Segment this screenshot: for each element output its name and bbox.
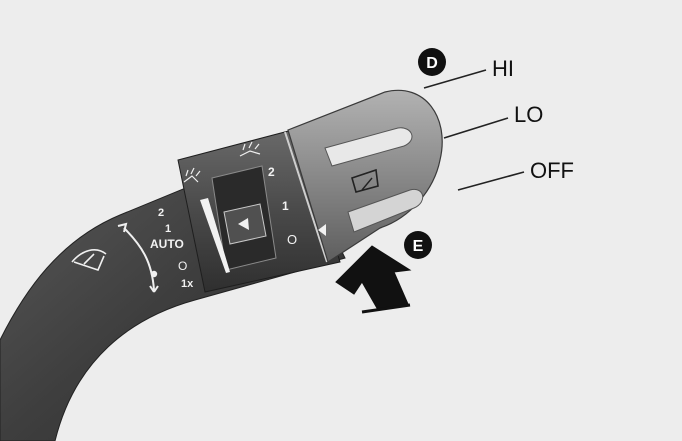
outer-mark-1: 1: [282, 199, 289, 213]
inner-mark-0: O: [178, 259, 187, 273]
rotation-arrow-icon: [117, 222, 159, 293]
once-mark: 1x: [181, 278, 194, 290]
leader-line-hi: [423, 69, 487, 89]
sensitivity-wedge: [200, 198, 230, 273]
tip-ridge-upper: [324, 127, 413, 167]
push-arrow-base: [361, 303, 411, 314]
position-dot: [150, 270, 158, 278]
label-lo: LO: [514, 102, 543, 127]
badge-e: E: [404, 231, 432, 259]
tip-ridge-lower: [347, 188, 424, 233]
collar-arrow-icon: [318, 224, 326, 236]
push-arrow-icon: [335, 245, 412, 311]
label-off: OFF: [530, 158, 574, 183]
svg-text:D: D: [426, 55, 438, 72]
leader-line-off: [457, 171, 525, 191]
inner-mark-2: 2: [158, 207, 164, 219]
svg-text:E: E: [413, 238, 424, 255]
outer-mark-2: 2: [268, 165, 275, 179]
auto-mark: AUTO: [150, 237, 184, 251]
label-hi: HI: [492, 56, 514, 81]
washer-spray-icon-2: [239, 141, 261, 157]
leader-line-lo: [443, 117, 509, 139]
rear-wiper-icon: [351, 168, 379, 193]
slider-arrow-icon: [238, 218, 249, 230]
badge-d: D: [418, 48, 446, 76]
collar-groove: [284, 131, 328, 263]
outer-mark-0: O: [287, 232, 297, 247]
washer-spray-icon: [183, 167, 201, 183]
inner-mark-1: 1: [165, 223, 171, 235]
front-wiper-icon: [71, 249, 107, 271]
